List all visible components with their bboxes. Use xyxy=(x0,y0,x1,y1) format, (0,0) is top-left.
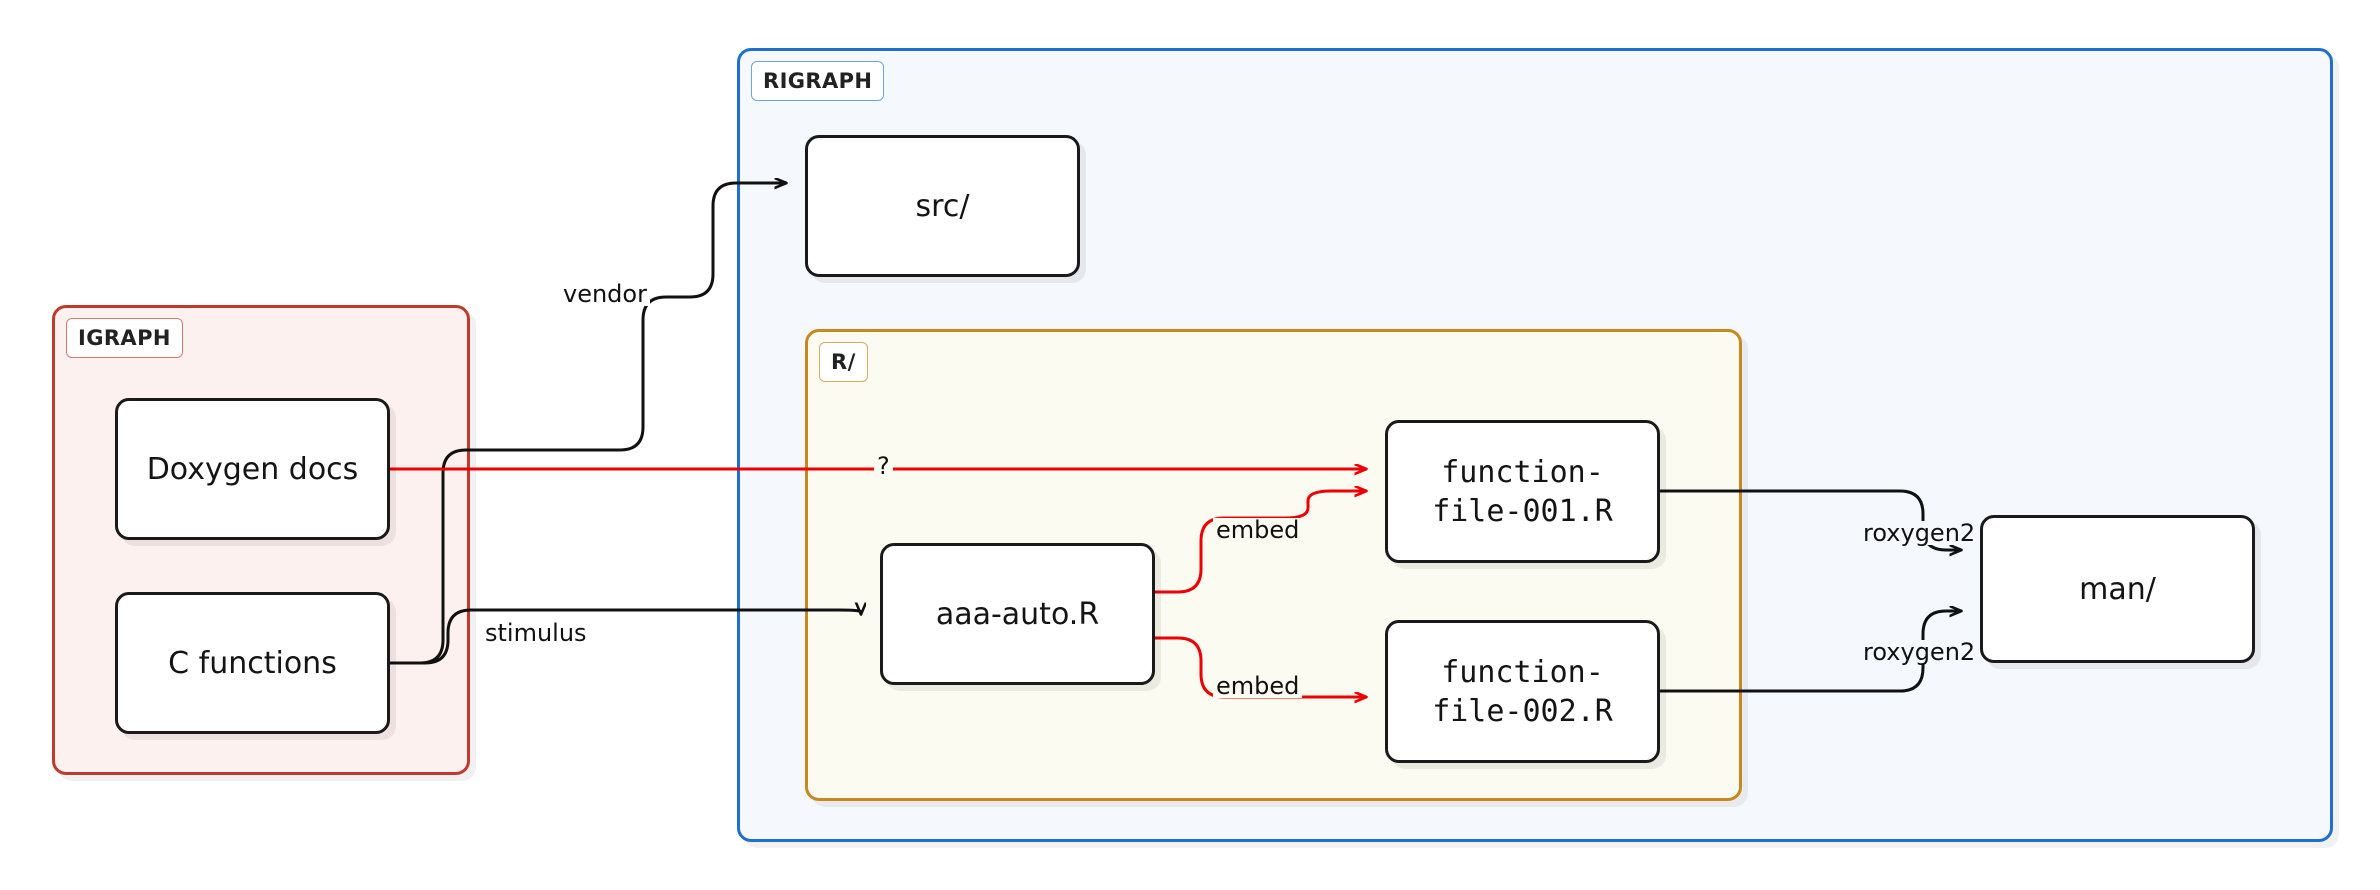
edge-path-stimulus xyxy=(388,610,861,665)
edge-path-vendor xyxy=(388,183,786,665)
cluster-label-rdir: R/ xyxy=(819,342,868,382)
cluster-label-igraph: IGRAPH xyxy=(66,318,183,358)
edge-path-roxygen2-1 xyxy=(1658,489,1961,550)
edge-label-vendor: vendor xyxy=(560,282,650,306)
node-aaa[interactable]: aaa-auto.R xyxy=(880,543,1155,685)
edge-label-stimulus: stimulus xyxy=(482,621,590,645)
node-label-cfun: C functions xyxy=(168,645,337,681)
node-ff002[interactable]: function- file-002.R xyxy=(1385,620,1660,763)
node-man[interactable]: man/ xyxy=(1980,515,2255,663)
node-label-man: man/ xyxy=(2079,571,2156,607)
node-label-ff001: function- file-001.R xyxy=(1432,454,1613,529)
node-cfun[interactable]: C functions xyxy=(115,592,390,734)
edge-label-roxygen2-2: roxygen2 xyxy=(1860,640,1979,664)
node-ff001[interactable]: function- file-001.R xyxy=(1385,420,1660,563)
edge-label-embed-2: embed xyxy=(1213,674,1303,698)
edge-label-question: ? xyxy=(874,454,893,478)
edge-label-embed-1: embed xyxy=(1213,518,1303,542)
edge-label-roxygen2-1: roxygen2 xyxy=(1860,521,1979,545)
node-label-src: src/ xyxy=(915,188,970,224)
node-label-ff002: function- file-002.R xyxy=(1432,654,1613,729)
node-doxygen[interactable]: Doxygen docs xyxy=(115,398,390,540)
node-label-doxygen: Doxygen docs xyxy=(146,451,359,487)
cluster-label-rigraph: RIGRAPH xyxy=(751,61,885,101)
node-label-aaa: aaa-auto.R xyxy=(935,596,1100,632)
node-src[interactable]: src/ xyxy=(805,135,1080,277)
